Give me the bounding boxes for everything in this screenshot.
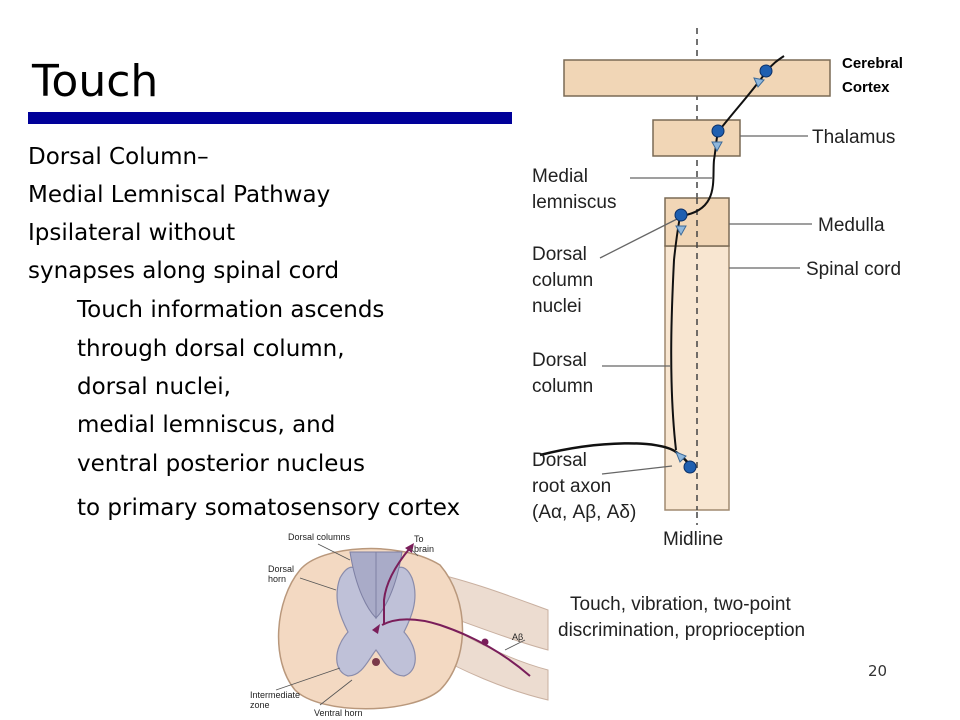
body-line-4: synapses along spinal cord	[28, 258, 340, 284]
cortex-neuron-icon	[759, 64, 773, 78]
body-line-8: medial lemniscus, and	[77, 412, 336, 438]
body-line-2: Medial Lemniscal Pathway	[28, 182, 331, 208]
label-dorsal-column-1: Dorsal	[532, 350, 587, 371]
label-intermediate-zone-2: zone	[250, 700, 270, 710]
drg-terminal-icon	[675, 451, 687, 463]
label-dra-2: root axon	[532, 476, 611, 497]
central-canal	[372, 658, 380, 666]
drg-cell-body-icon	[481, 638, 489, 646]
label-cerebral: Cerebral	[842, 55, 903, 72]
body-line-5: Touch information ascends	[77, 297, 385, 323]
ascending-arrow-icon	[405, 543, 414, 553]
cortex-terminal-icon	[753, 77, 765, 88]
label-thalamus: Thalamus	[812, 127, 895, 148]
medulla-terminal-icon	[675, 225, 687, 237]
label-cortex: Cortex	[842, 79, 890, 96]
caption-line-1: Touch, vibration, two-point	[570, 594, 791, 615]
label-spinal-cord: Spinal cord	[806, 259, 901, 280]
thalamus-neuron-icon	[711, 124, 725, 138]
label-a-beta: Aβ	[512, 632, 523, 642]
caption-line-2: discrimination, proprioception	[558, 620, 805, 641]
label-dcn-3: nuclei	[532, 296, 582, 317]
cortex-block	[563, 59, 831, 97]
body-line-1: Dorsal Column–	[28, 144, 209, 170]
collateral-arrow-icon	[372, 624, 380, 634]
title-underline-bar	[28, 112, 512, 124]
body-line-10: to primary somatosensory cortex	[77, 495, 461, 521]
label-dra-1: Dorsal	[532, 450, 587, 471]
body-line-3: Ipsilateral without	[28, 220, 236, 246]
body-line-7: dorsal nuclei,	[77, 374, 231, 400]
label-dorsal-horn-1: Dorsal	[268, 564, 294, 574]
medulla-neuron-icon	[674, 208, 688, 222]
ascending-branch	[383, 547, 411, 624]
slide-number: 20	[868, 662, 888, 680]
label-midline: Midline	[663, 529, 723, 550]
label-dra-3: (Aα, Aβ, Aδ)	[532, 502, 636, 523]
label-ventral-horn: Ventral horn	[314, 708, 363, 718]
dorsal-column-axon	[670, 215, 681, 451]
label-medial: Medial	[532, 166, 588, 187]
a-beta-axon	[381, 618, 531, 677]
medial-lemniscus-axon	[680, 131, 719, 217]
label-dorsal-columns: Dorsal columns	[288, 532, 351, 542]
label-medulla: Medulla	[818, 215, 885, 236]
label-dcn-1: Dorsal	[532, 244, 587, 265]
body-line-6: through dorsal column,	[77, 336, 345, 362]
label-intermediate-zone-1: Intermediate	[250, 690, 300, 700]
label-to: To	[414, 534, 424, 544]
label-dorsal-column-2: column	[532, 376, 593, 397]
thalamus-terminal-icon	[711, 141, 723, 153]
label-dcn-2: column	[532, 270, 593, 291]
label-lemniscus: lemniscus	[532, 192, 616, 213]
label-brain: brain	[414, 544, 434, 554]
body-line-9: ventral posterior nucleus	[77, 451, 366, 477]
slide-title: Touch	[32, 56, 159, 107]
drg-neuron-icon	[683, 460, 697, 474]
label-dorsal-horn-2: horn	[268, 574, 286, 584]
thalamus-block	[652, 119, 741, 157]
